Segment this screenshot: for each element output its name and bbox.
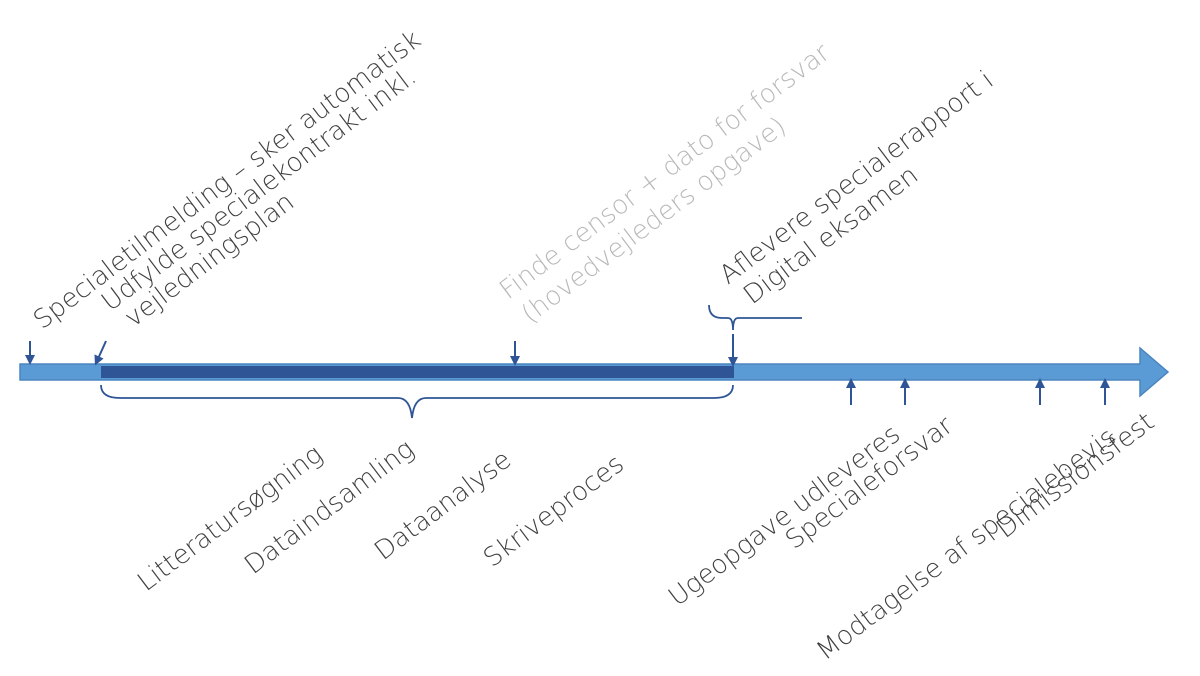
- labels-below: Ugeopgave udleveres Specialeforsvar Modt…: [663, 407, 1160, 667]
- label-tilmelding: Specialetilmelding – sker automatisk: [28, 25, 427, 336]
- phase-labels: Litteratursøgning Dataindsamling Dataana…: [132, 434, 630, 598]
- timeline-arrow: [19, 346, 1170, 398]
- label-kontrakt: Udfylde specialekontrakt inkl.: [96, 62, 422, 318]
- arrow-kontrakt: [94, 340, 107, 366]
- deadline-bracket: [708, 304, 802, 331]
- milestone-arrows-above: [25, 334, 738, 367]
- timeline-active-period: [101, 366, 734, 378]
- milestone-arrows-below: [846, 378, 1110, 405]
- label-fest: Dimissionsfest: [991, 407, 1160, 545]
- label-ugeopgave: Ugeopgave udleveres: [663, 419, 906, 612]
- labels-above: Specialetilmelding – sker automatisk Udf…: [28, 25, 999, 336]
- phase-bracket: [100, 384, 734, 419]
